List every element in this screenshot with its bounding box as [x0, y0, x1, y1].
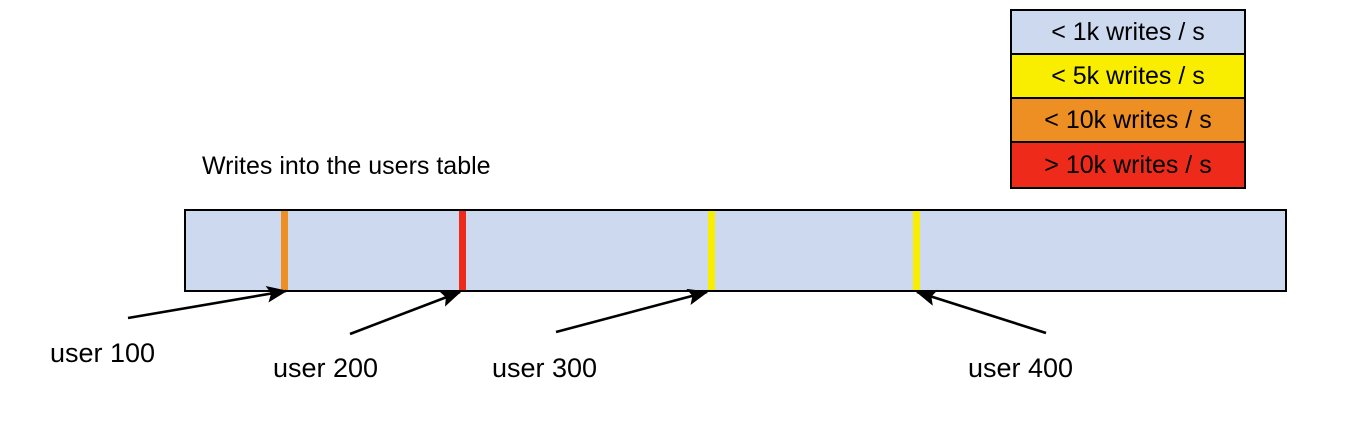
arrow-user-200	[349, 290, 462, 336]
legend-row-under-10k: < 10k writes / s	[1012, 99, 1244, 143]
hot-row-stripe-user-400	[913, 211, 920, 290]
legend-label-under-1k: < 1k writes / s	[1051, 17, 1205, 46]
annotation-label-user-100: user 100	[50, 338, 156, 368]
legend-label-under-10k: < 10k writes / s	[1044, 105, 1212, 134]
chart-title: Writes into the users table	[202, 152, 491, 180]
hot-row-stripe-user-300	[708, 211, 715, 290]
arrow-user-100	[127, 286, 288, 320]
legend-label-over-10k: > 10k writes / s	[1044, 150, 1212, 179]
legend-row-under-1k: < 1k writes / s	[1012, 11, 1244, 55]
legend-row-over-10k: > 10k writes / s	[1012, 143, 1244, 187]
hot-row-stripe-user-100	[281, 211, 288, 290]
annotation-label-user-300: user 300	[492, 353, 598, 383]
legend: < 1k writes / s < 5k writes / s < 10k wr…	[1010, 9, 1246, 189]
arrow-user-400	[915, 289, 1047, 335]
hot-row-stripe-user-200	[459, 211, 466, 290]
legend-row-under-5k: < 5k writes / s	[1012, 55, 1244, 99]
arrow-user-300	[555, 288, 709, 334]
legend-label-under-5k: < 5k writes / s	[1051, 61, 1205, 90]
users-table-band	[184, 209, 1287, 292]
annotation-label-user-200: user 200	[273, 353, 379, 383]
annotation-label-user-400: user 400	[968, 353, 1074, 383]
